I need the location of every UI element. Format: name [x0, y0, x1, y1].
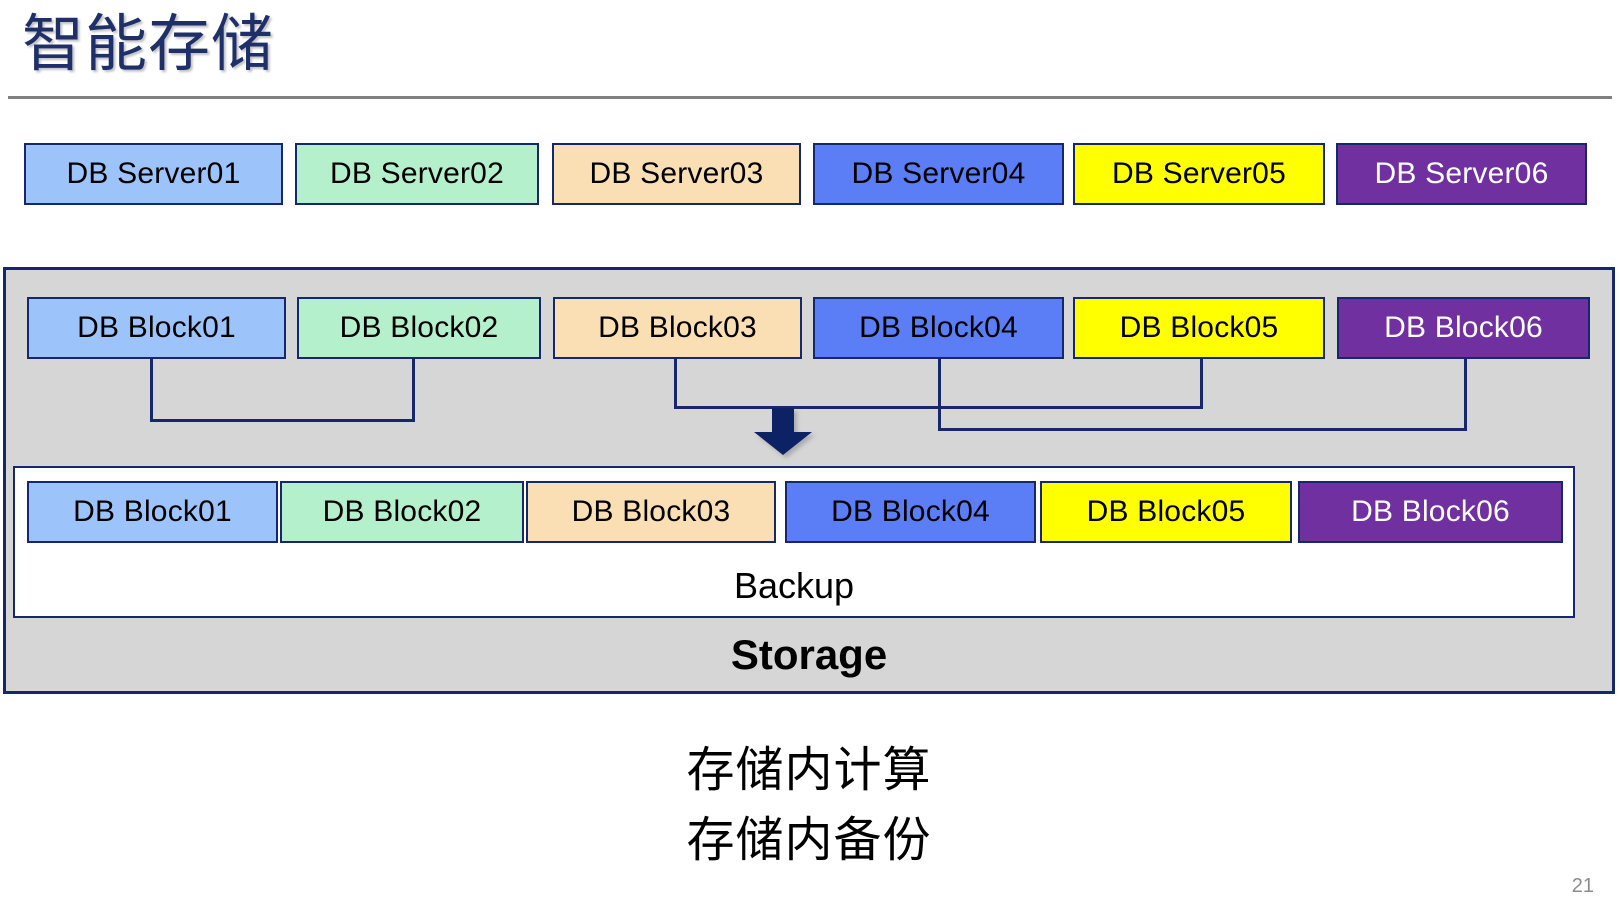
- connector-block03-vertical: [674, 359, 677, 409]
- db-server-04-label: DB Server04: [851, 157, 1026, 190]
- db-server-04[interactable]: DB Server04: [813, 143, 1064, 205]
- connector-block01-vertical: [150, 359, 153, 422]
- backup-db-block-05[interactable]: DB Block05: [1040, 481, 1292, 543]
- db-server-03[interactable]: DB Server03: [552, 143, 801, 205]
- db-server-06-label: DB Server06: [1374, 157, 1549, 190]
- storage-db-block-01[interactable]: DB Block01: [27, 297, 286, 359]
- backup-label: Backup: [733, 565, 855, 606]
- caption-line-1: 存储内计算: [686, 744, 932, 797]
- backup-db-block-06-label: DB Block06: [1351, 495, 1510, 528]
- db-server-02-label: DB Server02: [330, 157, 504, 190]
- connector-block06-vertical: [1464, 359, 1467, 431]
- connector-block02-vertical: [412, 359, 415, 422]
- storage-db-block-05[interactable]: DB Block05: [1073, 297, 1325, 359]
- backup-db-block-02-label: DB Block02: [322, 495, 482, 528]
- storage-db-block-03-label: DB Block03: [598, 311, 757, 344]
- title-divider: [8, 96, 1612, 99]
- page-number: 21: [1571, 875, 1594, 897]
- db-server-03-label: DB Server03: [589, 157, 764, 190]
- caption-line-2: 存储内备份: [686, 814, 932, 867]
- connector-block04-block06-horizontal: [938, 428, 1467, 431]
- backup-db-block-05-label: DB Block05: [1086, 495, 1246, 528]
- page-title: 智能存储: [22, 10, 275, 79]
- down-arrow-icon: [754, 408, 812, 455]
- db-server-05-label: DB Server05: [1112, 157, 1286, 190]
- storage-db-block-04[interactable]: DB Block04: [813, 297, 1064, 359]
- backup-db-block-03[interactable]: DB Block03: [526, 481, 776, 543]
- connector-block04-vertical: [938, 359, 941, 431]
- backup-db-block-04[interactable]: DB Block04: [785, 481, 1036, 543]
- db-server-06[interactable]: DB Server06: [1336, 143, 1587, 205]
- storage-db-block-04-label: DB Block04: [859, 311, 1018, 344]
- storage-db-block-06[interactable]: DB Block06: [1337, 297, 1590, 359]
- backup-db-block-01-label: DB Block01: [73, 495, 232, 528]
- storage-db-block-01-label: DB Block01: [77, 311, 236, 344]
- connector-block05-vertical: [1200, 359, 1203, 409]
- db-server-02[interactable]: DB Server02: [295, 143, 539, 205]
- db-server-01-label: DB Server01: [66, 157, 241, 190]
- backup-db-block-02[interactable]: DB Block02: [280, 481, 524, 543]
- db-server-01[interactable]: DB Server01: [24, 143, 283, 205]
- storage-db-block-02[interactable]: DB Block02: [297, 297, 541, 359]
- backup-db-block-01[interactable]: DB Block01: [27, 481, 278, 543]
- connector-block01-block02-horizontal: [150, 419, 415, 422]
- storage-label: Storage: [730, 631, 888, 678]
- db-server-05[interactable]: DB Server05: [1073, 143, 1325, 205]
- storage-db-block-02-label: DB Block02: [339, 311, 499, 344]
- storage-db-block-06-label: DB Block06: [1384, 311, 1543, 344]
- storage-db-block-03[interactable]: DB Block03: [553, 297, 802, 359]
- storage-db-block-05-label: DB Block05: [1119, 311, 1279, 344]
- backup-db-block-04-label: DB Block04: [831, 495, 990, 528]
- backup-db-block-03-label: DB Block03: [571, 495, 731, 528]
- backup-db-block-06[interactable]: DB Block06: [1298, 481, 1563, 543]
- caption-block: 存储内计算 存储内备份: [0, 736, 1618, 876]
